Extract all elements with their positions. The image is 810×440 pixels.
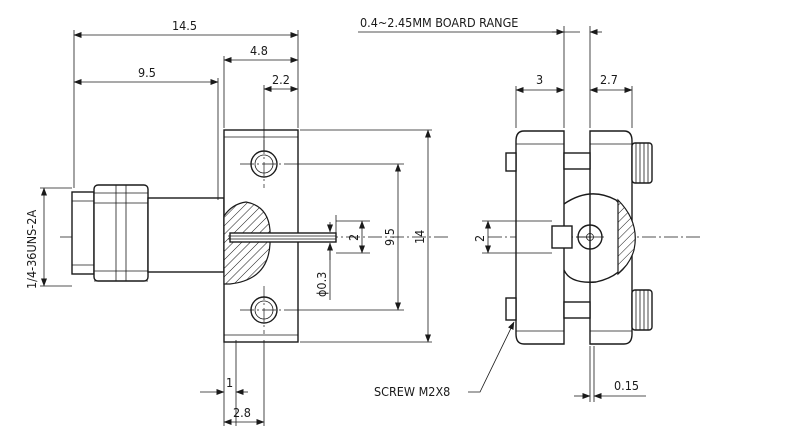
pin-stub: [551, 225, 573, 249]
thread-body: [71, 191, 95, 275]
dim-thread-spec: 1/4-36UNS-2A: [24, 210, 39, 289]
face-hatch-right: [617, 198, 636, 276]
dim-side-left: 3: [536, 72, 543, 87]
screw-tip-left-top: [505, 152, 517, 172]
dim-overall-length: 14.5: [172, 18, 197, 33]
connector-neck: [147, 197, 225, 273]
dim-side-right: 2.7: [600, 72, 618, 87]
side-view: [488, 130, 700, 345]
screw-callout-leader: [468, 321, 515, 393]
side-left-block: [515, 130, 565, 345]
dim-pin-diameter: ϕ0.3: [314, 272, 329, 297]
center-pin: [229, 232, 337, 243]
screw-shank-top: [563, 152, 591, 170]
screw-head-bottom: [631, 289, 653, 331]
front-view: [60, 129, 450, 343]
thread-knurl-lines: [72, 185, 148, 282]
screw-head-top: [631, 142, 653, 184]
screw-tip-left-bottom: [505, 297, 517, 321]
side-right-block: [589, 130, 633, 345]
dim-board-range: 0.4~2.45MM BOARD RANGE: [360, 15, 518, 30]
dim-flange-offset: 4.8: [250, 43, 268, 58]
dim-hole-spacing: 9.5: [382, 228, 397, 246]
dim-flange-thickness: 1: [226, 375, 233, 390]
dim-thread-to-flange: 9.5: [138, 65, 156, 80]
thread-barrel: [93, 184, 149, 282]
dim-hole-offset: 2.2: [272, 72, 290, 87]
dim-gap: 0.15: [614, 378, 639, 393]
dim-flange-width: 2.8: [233, 405, 251, 420]
dimensions: 14.5 4.8 9.5 2.2 0.4~2.45MM BOARD RANGE …: [24, 15, 646, 426]
dim-flange-height: 14: [412, 230, 427, 244]
mounting-hole-bottom: [240, 286, 290, 334]
dim-side-pin-height: 2: [472, 235, 487, 242]
dim-pin-height: 2: [346, 234, 361, 241]
dim-screw-callout: SCREW M2X8: [374, 384, 450, 399]
screw-shank-bottom: [563, 301, 591, 319]
dielectric-section: [223, 201, 271, 285]
